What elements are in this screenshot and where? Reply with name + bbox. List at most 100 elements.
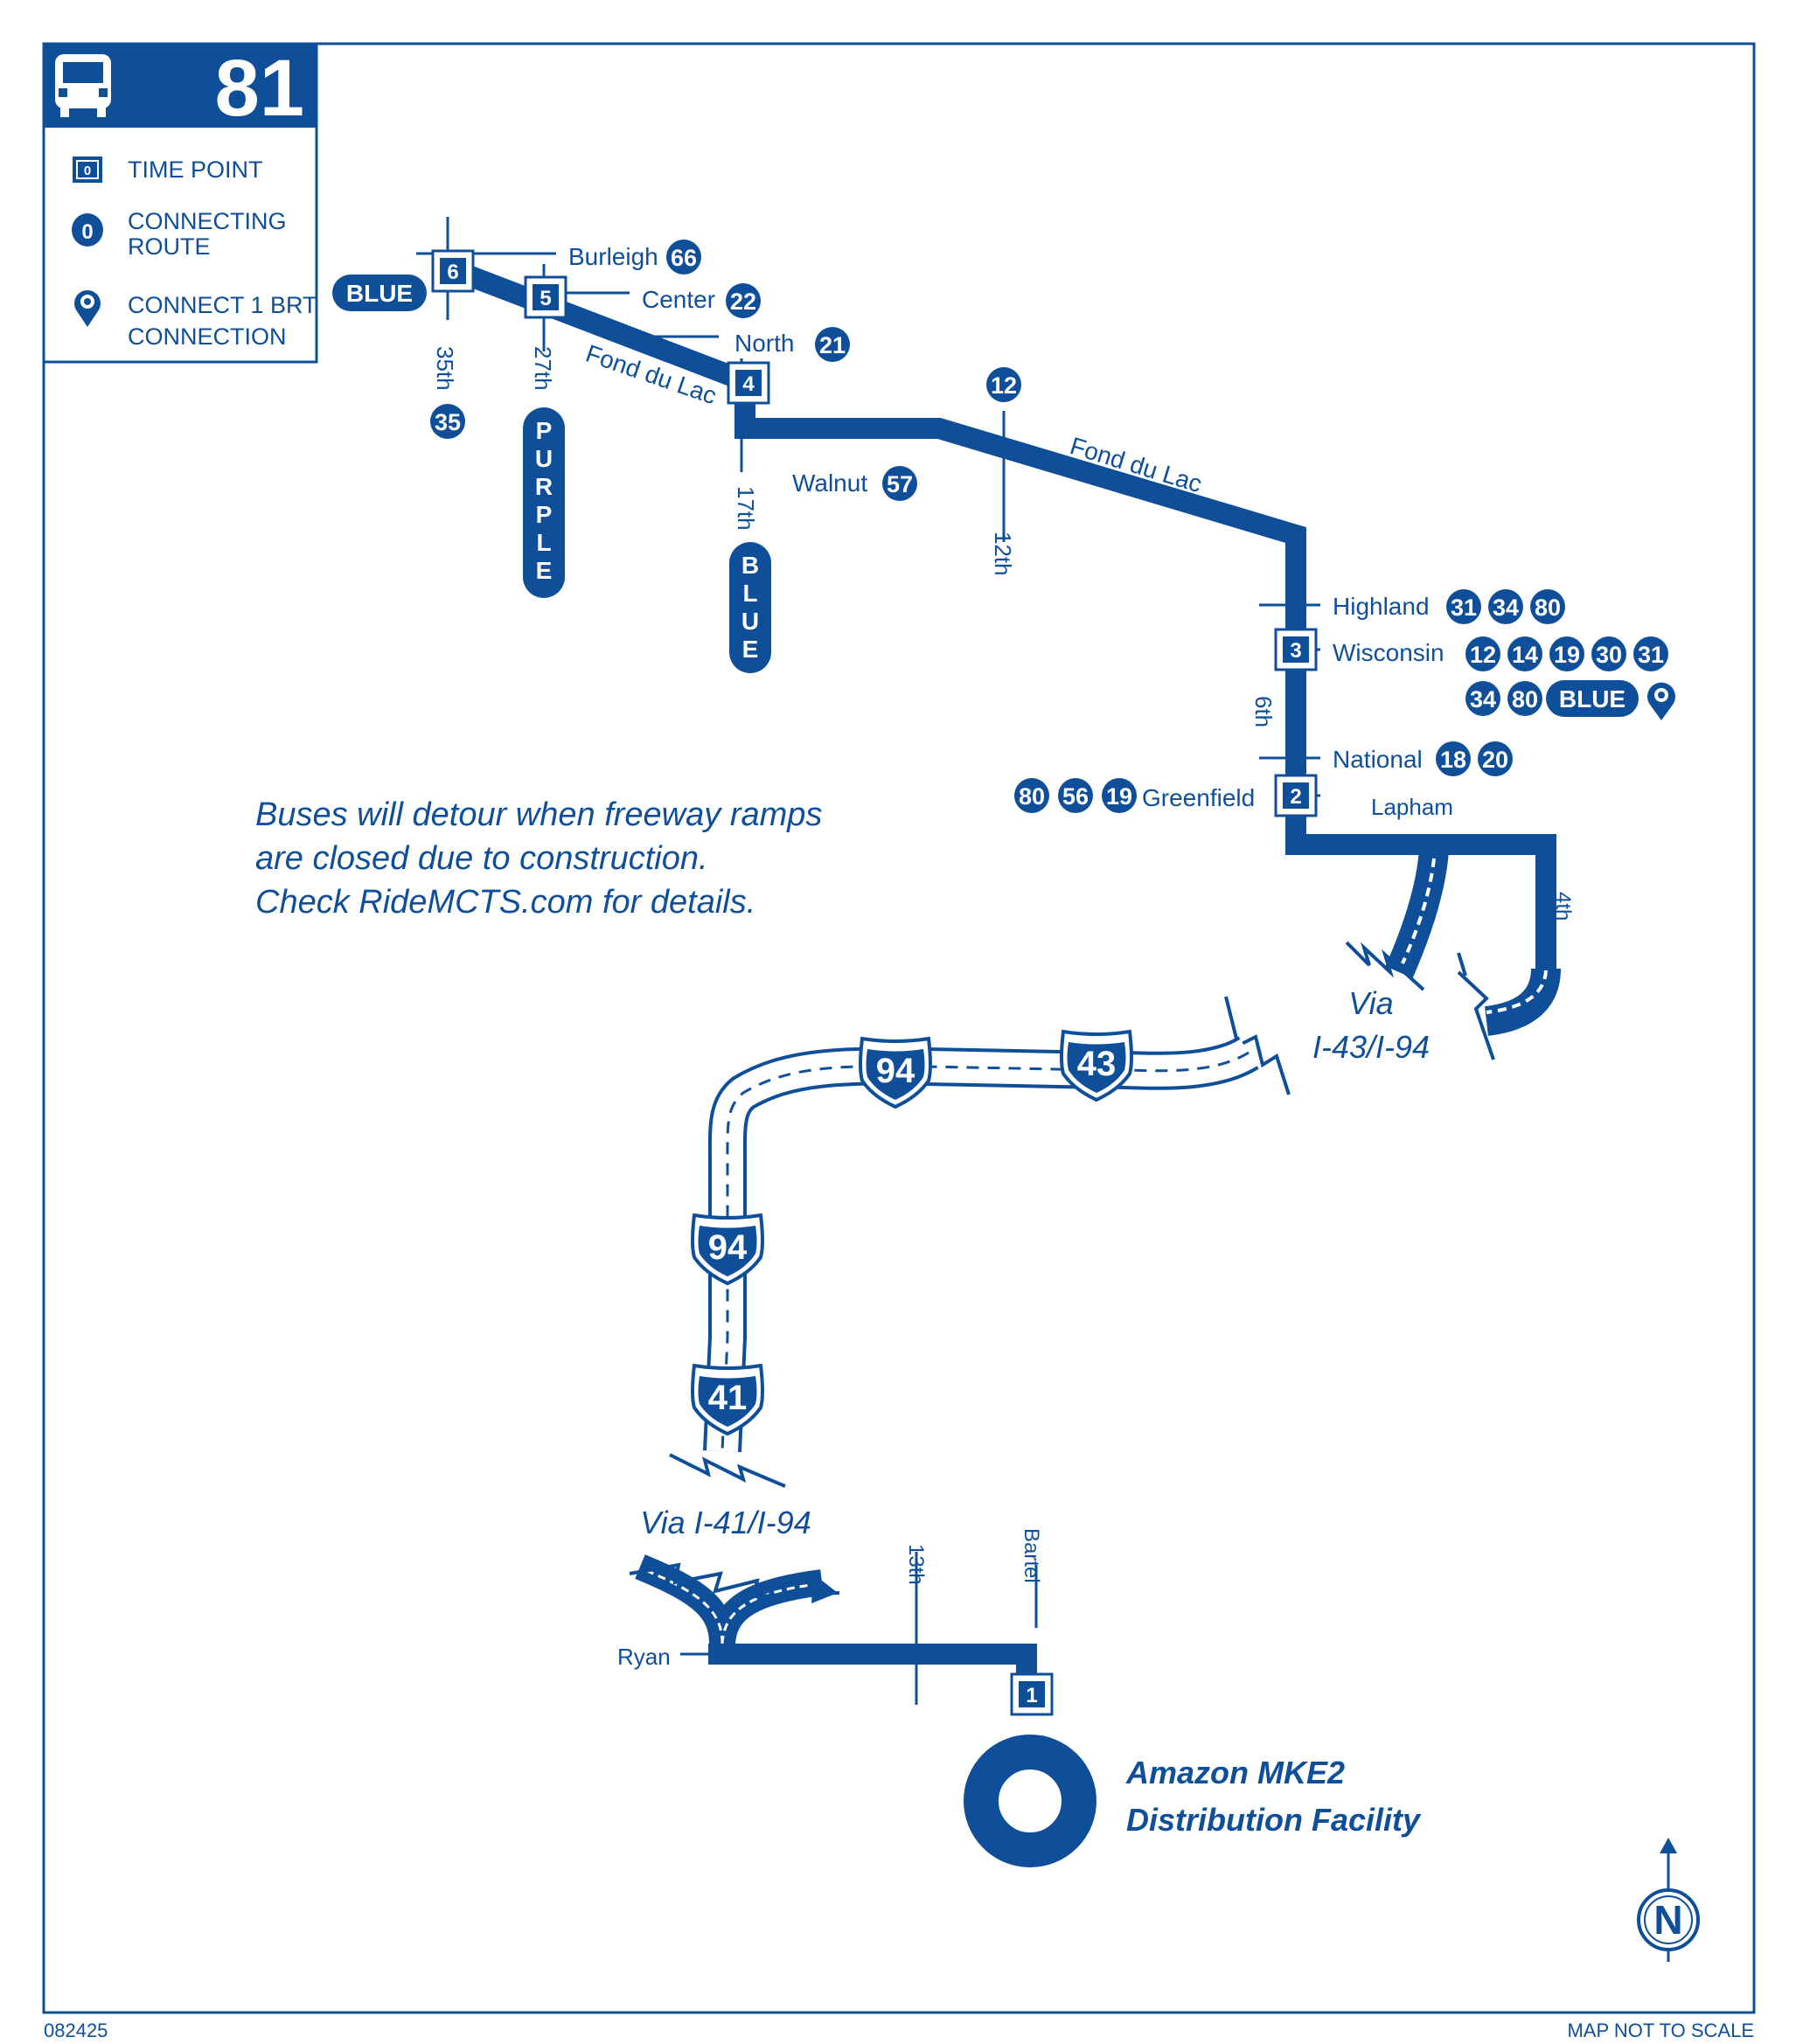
svg-text:U: U xyxy=(741,608,759,635)
blue-line-vertical-badge xyxy=(729,542,771,673)
route-badge-22: 22 xyxy=(730,289,756,315)
svg-text:Buses will detour when freeway: Buses will detour when freeway ramps xyxy=(255,796,822,833)
scale-note: MAP NOT TO SCALE xyxy=(1567,2020,1754,2041)
svg-text:94: 94 xyxy=(708,1228,748,1267)
street-national: National xyxy=(1333,746,1423,773)
svg-text:B: B xyxy=(741,552,759,579)
time-point-2: 2 xyxy=(1290,785,1301,809)
interstate-41-shield: 41 xyxy=(691,1364,764,1436)
route-badge-19: 19 xyxy=(1106,783,1132,810)
route-badge-34: 34 xyxy=(1493,594,1519,621)
street-wisconsin: Wisconsin xyxy=(1333,639,1444,666)
street-12th: 12th xyxy=(990,532,1016,576)
legend-connecting-route-2: ROUTE xyxy=(128,233,211,260)
street-bartel: Bartel xyxy=(1020,1528,1043,1583)
legend-connecting-route-1: CONNECTING xyxy=(128,208,287,234)
route-badge-21: 21 xyxy=(819,332,846,358)
route-badge-30: 30 xyxy=(1596,642,1622,668)
svg-text:94: 94 xyxy=(876,1052,915,1090)
legend-connect-brt-1: CONNECT 1 BRT xyxy=(128,292,317,318)
blue-line-badge xyxy=(332,275,427,311)
route-line xyxy=(443,257,1556,1687)
via-label-41: Via I-41/I-94 xyxy=(640,1505,811,1540)
svg-text:BLUE: BLUE xyxy=(1559,685,1625,713)
svg-text:L: L xyxy=(536,529,551,556)
blue-line-badge xyxy=(1546,680,1639,717)
route-badge-19: 19 xyxy=(1554,642,1580,668)
route-badge-12: 12 xyxy=(1470,642,1496,668)
street-lapham: Lapham xyxy=(1371,794,1453,820)
svg-text:Check RideMCTS.com for details: Check RideMCTS.com for details. xyxy=(255,884,755,921)
destination-name-1: Amazon MKE2 xyxy=(1125,1755,1345,1790)
street-35th: 35th xyxy=(432,346,458,391)
interstate-43-shield: 43 xyxy=(1060,1030,1133,1102)
interstate-94-shield: 94 xyxy=(691,1213,764,1285)
interstate-94-shield: 94 xyxy=(859,1037,932,1109)
time-point-3: 3 xyxy=(1290,639,1301,663)
purple-line-badge xyxy=(523,407,565,598)
street-highland: Highland xyxy=(1333,593,1430,620)
route-badge-57: 57 xyxy=(887,471,913,497)
route-badge-31: 31 xyxy=(1638,642,1664,668)
street-17th: 17th xyxy=(733,486,759,531)
svg-text:0: 0 xyxy=(81,220,93,244)
north-arrow-icon: N xyxy=(1637,1838,1700,1962)
destination-icon xyxy=(964,1735,1096,1867)
via-label-1: Via xyxy=(1348,985,1393,1021)
legend-box: 81 0 TIME POINT 0 CONNECTING ROUTE CONNE… xyxy=(42,42,318,364)
route-badge-18: 18 xyxy=(1440,747,1466,773)
detour-notice: Buses will detour when freeway ramps are… xyxy=(255,796,822,921)
route-badge-14: 14 xyxy=(1512,642,1538,668)
legend-time-point: TIME POINT xyxy=(128,156,263,183)
svg-text:U: U xyxy=(535,445,553,472)
route-badge-20: 20 xyxy=(1482,747,1508,773)
route-badge-56: 56 xyxy=(1062,783,1089,810)
highway-break-marks xyxy=(669,941,1495,1488)
street-north: North xyxy=(734,330,794,357)
map-frame xyxy=(42,42,1756,2014)
svg-text:E: E xyxy=(536,557,553,584)
svg-text:P: P xyxy=(536,417,553,444)
route-number: 81 xyxy=(215,44,304,133)
interstate-shields: 94 43 94 41 xyxy=(691,1030,1133,1436)
route-badge-66: 66 xyxy=(671,245,697,271)
time-points: 1 2 3 4 5 6 xyxy=(431,249,1318,1716)
time-point-1: 1 xyxy=(1026,1684,1037,1707)
freeway xyxy=(703,1035,1259,1453)
route-badge-34: 34 xyxy=(1470,686,1496,713)
time-point-5: 5 xyxy=(540,287,551,310)
svg-text:L: L xyxy=(742,580,757,607)
street-4th: 4th xyxy=(1551,892,1575,921)
street-labels: Burleigh Center North Fond du Lac Fond d… xyxy=(432,243,1575,1670)
ryan-interchange xyxy=(629,1554,840,1645)
connect-brt-icon xyxy=(1647,682,1675,720)
route-badge-80: 80 xyxy=(1512,686,1538,713)
svg-text:43: 43 xyxy=(1077,1045,1117,1083)
time-point-4: 4 xyxy=(742,372,755,396)
lapham-ramp xyxy=(1385,848,1449,978)
street-13th: 13th xyxy=(904,1544,928,1585)
time-point-6: 6 xyxy=(447,261,458,284)
connecting-route-legend-icon xyxy=(72,213,103,247)
route-badge-80: 80 xyxy=(1535,594,1561,621)
street-27th: 27th xyxy=(530,346,556,391)
route-badge-12: 12 xyxy=(991,372,1017,399)
route-badge-31: 31 xyxy=(1451,594,1477,621)
svg-text:E: E xyxy=(742,636,759,663)
bus-icon xyxy=(55,54,111,117)
fourth-street-ramp xyxy=(1484,968,1561,1036)
street-ryan: Ryan xyxy=(617,1644,671,1670)
svg-text:BLUE: BLUE xyxy=(346,280,413,307)
svg-text:R: R xyxy=(535,473,553,500)
street-greenfield: Greenfield xyxy=(1142,784,1255,811)
route-badge-80: 80 xyxy=(1019,783,1045,810)
svg-text:P: P xyxy=(536,501,553,528)
connecting-routes: 66 22 21 57 3 5 12 31 34 80 12 14 19 30 3… xyxy=(332,240,1675,813)
street-6th: 6th xyxy=(1250,696,1277,727)
via-label-2: I-43/I-94 xyxy=(1312,1029,1430,1065)
svg-text:41: 41 xyxy=(708,1379,748,1417)
street-burleigh: Burleigh xyxy=(568,243,658,270)
compass-label: N xyxy=(1653,1897,1682,1943)
svg-text:0: 0 xyxy=(84,163,91,178)
